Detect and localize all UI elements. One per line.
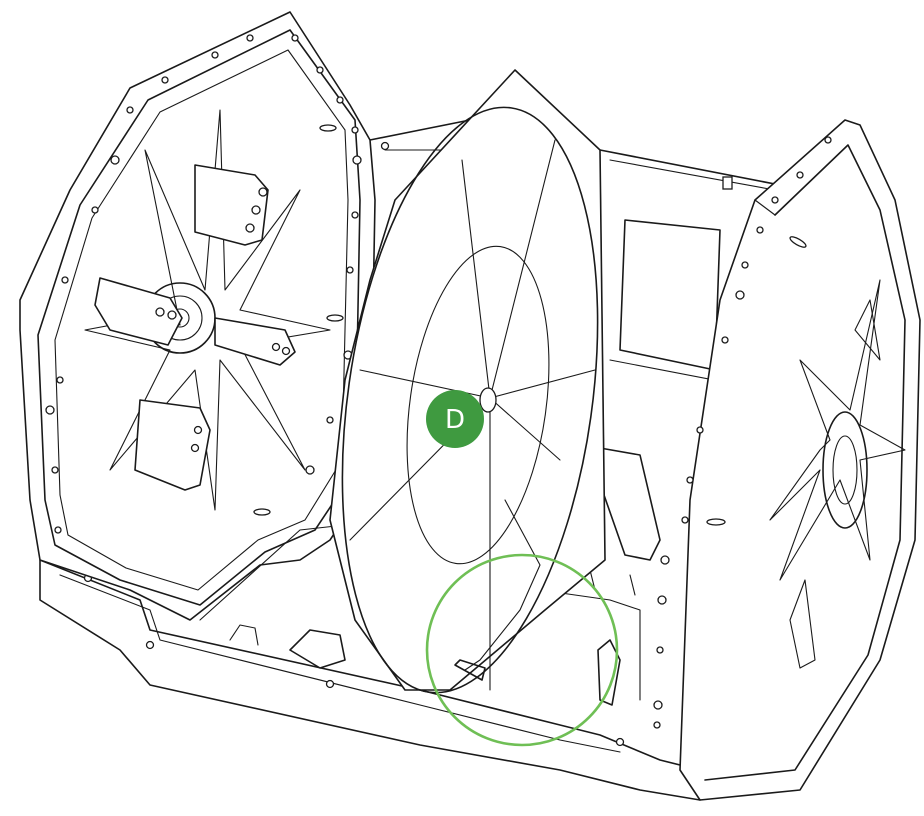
right-fan-mount [769,279,906,669]
callout-badge [426,390,484,448]
left-side-panel [19,11,376,621]
callout-label: D [445,405,465,435]
center-divider-panel [329,69,606,694]
left-panel-rim-holes [45,34,362,534]
right-side-panel [653,119,921,801]
right-panel-rim-holes [653,136,832,729]
callout-highlight-circle [425,553,619,747]
left-fan-mount [84,109,331,511]
interior-floor [199,447,661,706]
callout-d: D [425,390,619,747]
